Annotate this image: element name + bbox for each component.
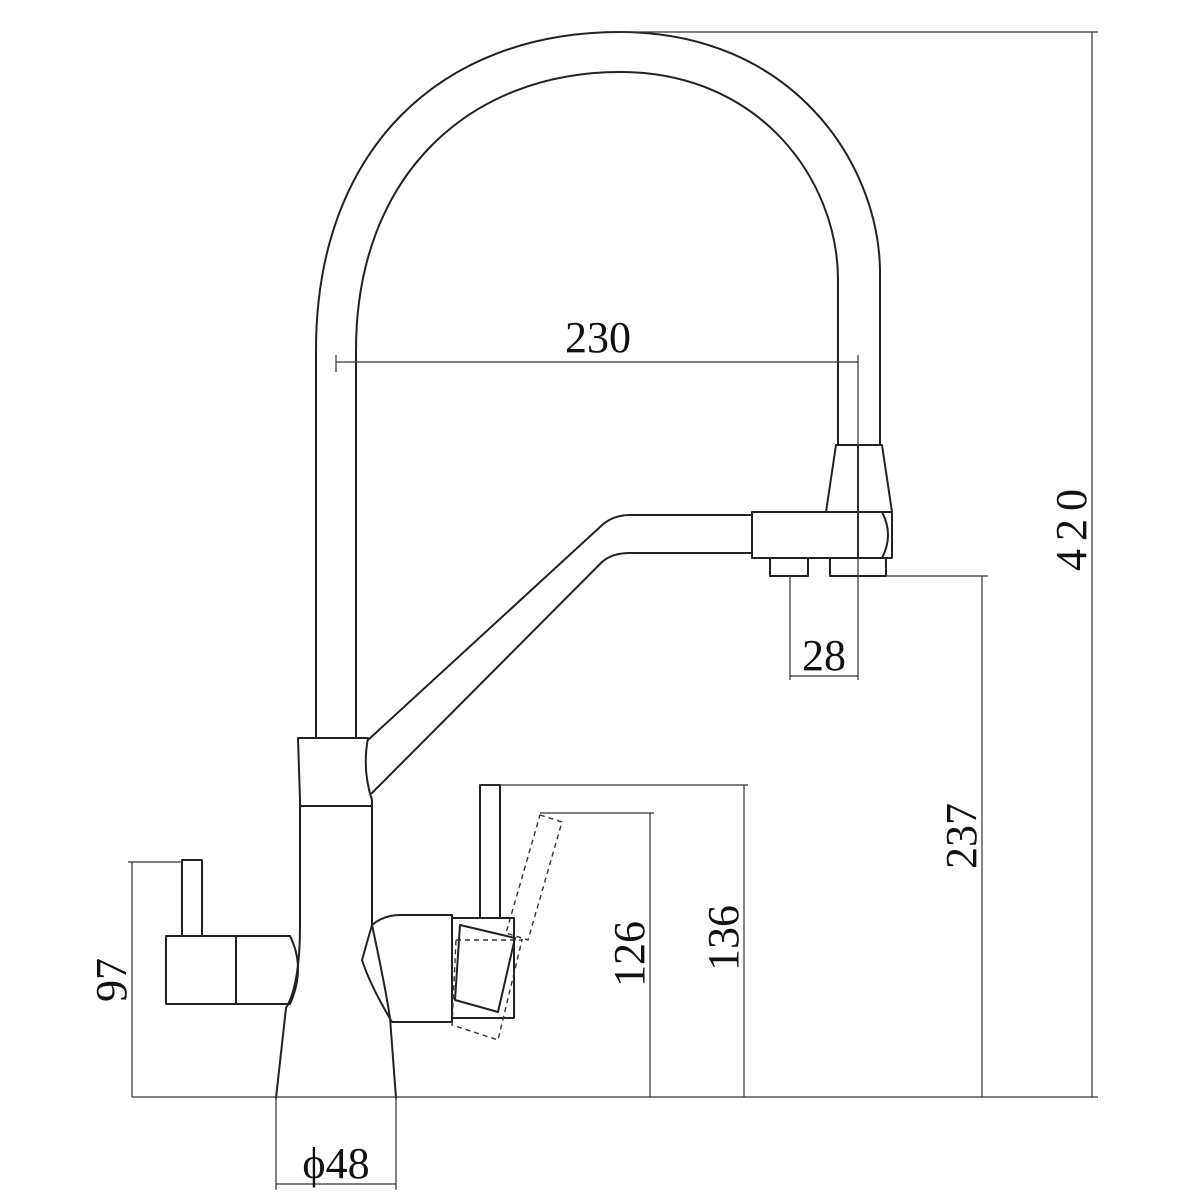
dimension-97: 97 [87, 861, 182, 1097]
dimension-237: 237 [886, 575, 988, 1097]
swivel-collar [297, 737, 373, 801]
dimension-136: 136 [480, 784, 748, 1097]
dimension-base-diameter: ϕ48 [275, 1097, 397, 1190]
dimension-420-label: 420 [1047, 481, 1096, 571]
dimension-base-diameter-label: ϕ48 [302, 1139, 369, 1188]
dimension-97-label: 97 [87, 958, 136, 1002]
right-lever-handle [361, 784, 563, 1041]
dimension-420: 420 [620, 31, 1098, 1097]
dimension-136-label: 136 [699, 905, 748, 971]
dimension-230: 230 [335, 313, 859, 680]
left-side-handle [165, 859, 299, 1005]
dimension-28-label: 28 [802, 631, 846, 680]
dimension-237-label: 237 [937, 803, 986, 869]
faucet-body [275, 799, 397, 1099]
dimension-126: 126 [540, 812, 654, 1097]
dimension-126-label: 126 [605, 921, 654, 987]
dimension-230-label: 230 [565, 313, 631, 362]
dimension-28: 28 [789, 576, 858, 680]
